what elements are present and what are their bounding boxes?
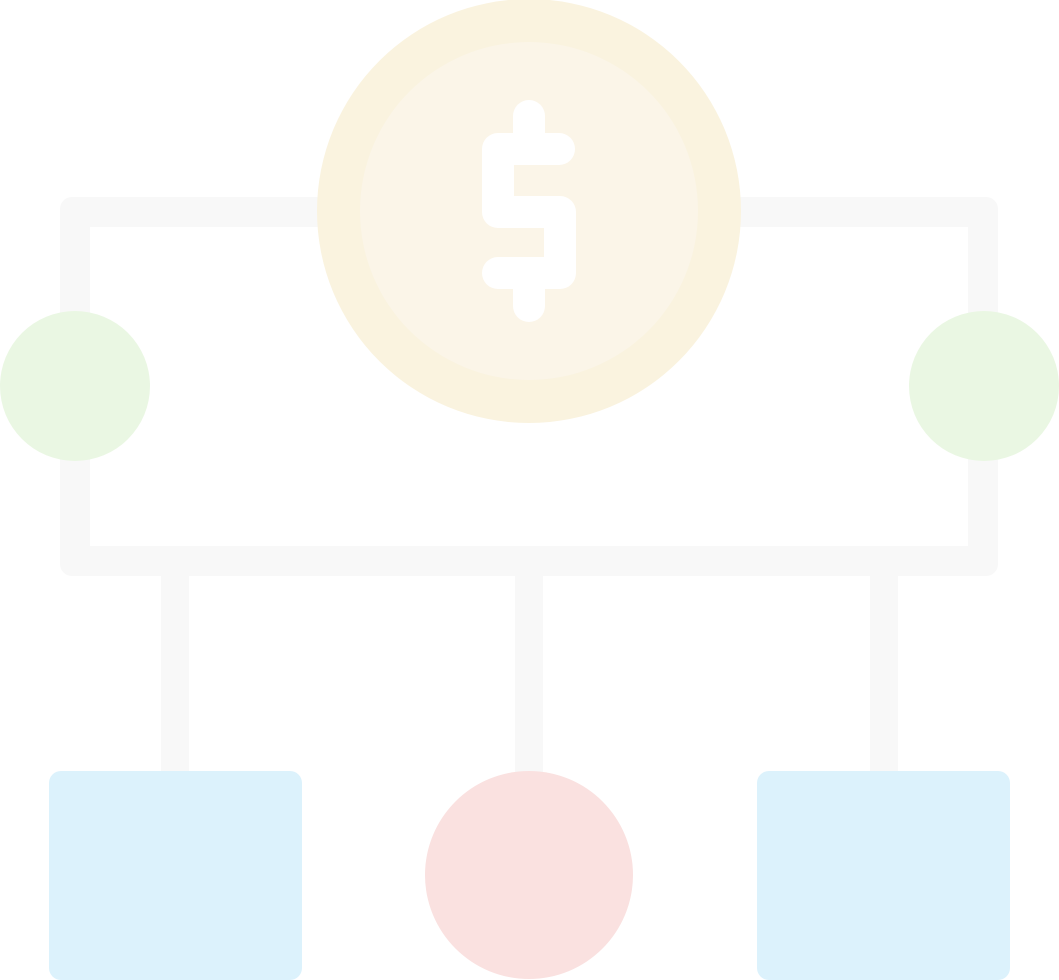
bottom-center-node (425, 771, 633, 979)
connector-drop-left (161, 560, 189, 775)
right-node (909, 311, 1059, 461)
dollar-sign-icon (482, 100, 576, 322)
bottom-right-node (757, 771, 1010, 980)
bottom-left-node (49, 771, 302, 980)
left-node (0, 311, 150, 461)
connector-drop-center (515, 560, 543, 775)
dollar-coin-icon (317, 0, 741, 423)
connector-drop-right (870, 560, 898, 775)
